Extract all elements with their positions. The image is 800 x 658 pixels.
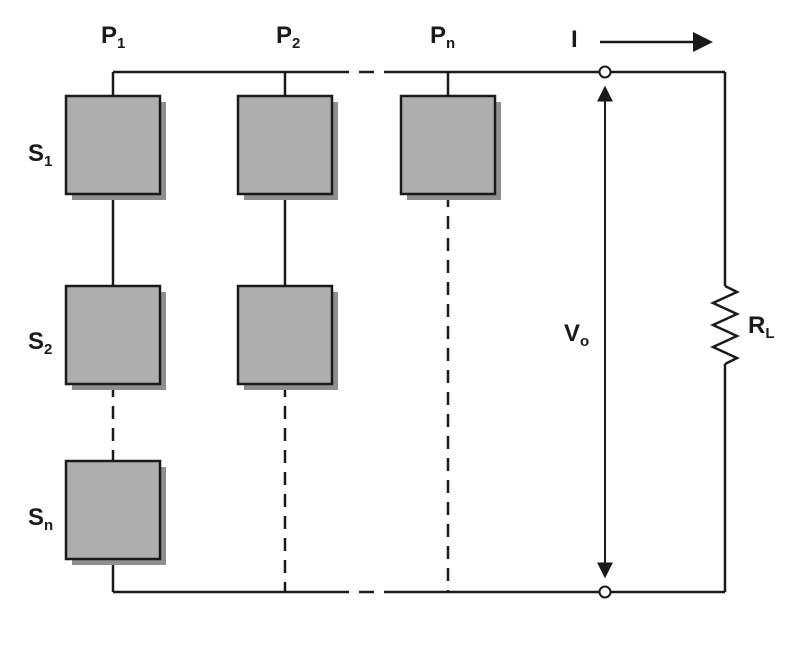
label-s2: S2 [28, 328, 53, 358]
label-sn: Sn [28, 504, 54, 534]
label-s1-sub: 1 [44, 153, 53, 170]
label-voltage-main: V [564, 320, 581, 347]
label-voltage: Vo [564, 320, 590, 350]
label-voltage-sub: o [580, 333, 590, 350]
label-p1-main: P [101, 22, 118, 49]
label-s1: S1 [28, 140, 53, 170]
solar-cell-p2-s1 [236, 94, 338, 200]
label-p1-sub: 1 [117, 35, 126, 52]
label-current-text: I [571, 26, 578, 53]
label-current: I [571, 28, 578, 52]
label-load: RL [748, 312, 775, 342]
label-load-sub: L [765, 325, 775, 342]
label-p2-sub: 2 [292, 35, 301, 52]
label-p2: P2 [276, 22, 301, 52]
terminal-top [598, 65, 612, 79]
label-pn-sub: n [446, 35, 456, 52]
solar-cell-p2-s2 [236, 284, 338, 390]
label-s2-sub: 2 [44, 341, 53, 358]
solar-cell-p1-s2 [64, 284, 166, 390]
label-p1: P1 [101, 22, 126, 52]
resistor-zigzag [709, 284, 741, 366]
terminal-bottom [598, 585, 612, 599]
label-pn: Pn [430, 22, 456, 52]
label-p2-main: P [276, 22, 293, 49]
solar-cell-pn-s1 [399, 94, 501, 200]
label-load-main: R [748, 312, 766, 339]
label-pn-main: P [430, 22, 447, 49]
label-s1-main: S [28, 140, 45, 167]
label-sn-sub: n [44, 517, 54, 534]
label-sn-main: S [28, 504, 45, 531]
label-s2-main: S [28, 328, 45, 355]
solar-cell-p1-sn [64, 459, 166, 565]
solar-cell-p1-s1 [64, 94, 166, 200]
